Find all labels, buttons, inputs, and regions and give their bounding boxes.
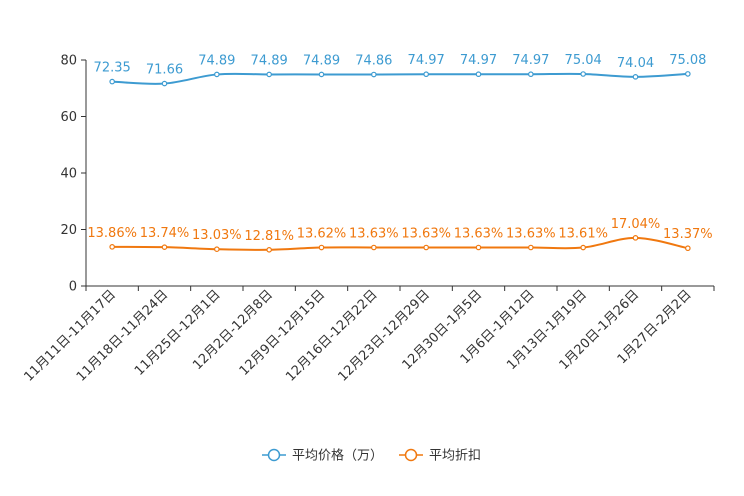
legend-marker-icon (404, 448, 418, 462)
y-tick-label: 40 (60, 167, 77, 182)
data-point[interactable] (318, 71, 325, 78)
data-point[interactable] (475, 71, 482, 78)
data-point[interactable] (371, 71, 377, 78)
series-1: 13.86%13.74%13.03%12.81%13.62%13.63%13.6… (87, 217, 713, 253)
legend[interactable]: 平均价格（万） 平均折扣 (262, 448, 481, 464)
data-label: 13.63% (506, 226, 556, 241)
y-tick-label: 60 (60, 110, 77, 125)
data-label: 71.66 (146, 63, 183, 78)
x-tick-label: 12月16日-12月22日 (283, 287, 380, 384)
data-point[interactable] (632, 235, 639, 241)
series-line (112, 236, 689, 251)
data-point[interactable] (580, 244, 586, 251)
data-point[interactable] (214, 246, 220, 252)
data-label: 75.04 (565, 53, 602, 68)
data-label: 13.63% (401, 226, 451, 241)
legend-label: 平均折扣 (429, 449, 481, 464)
y-axis: 0 20 40 60 80 (60, 54, 87, 295)
x-tick-label: 11月18日-11月24日 (74, 287, 171, 384)
data-label: 13.63% (349, 226, 399, 241)
data-label: 74.04 (617, 56, 654, 71)
data-label: 13.37% (663, 227, 713, 242)
data-point[interactable] (266, 247, 272, 253)
data-point[interactable] (423, 71, 429, 78)
data-point[interactable] (528, 244, 534, 251)
legend-item-0[interactable]: 平均价格（万） (262, 448, 383, 464)
x-tick-label: 11月11日-11月17日 (22, 287, 119, 384)
data-label: 75.08 (669, 53, 706, 68)
series-line (112, 72, 688, 85)
data-point[interactable] (528, 71, 534, 78)
data-label: 72.35 (94, 61, 131, 76)
data-label: 13.62% (297, 227, 347, 242)
data-point[interactable] (632, 74, 639, 80)
data-label: 12.81% (244, 229, 294, 244)
legend-label: 平均价格（万） (292, 448, 383, 464)
x-axis: 11月11日-11月17日11月18日-11月24日11月25日-12月1日12… (22, 285, 715, 385)
series-0: 72.35 71.66 74.89 74.89 74.89 74.86 74.97 74.97… (94, 53, 706, 87)
data-label: 74.89 (251, 53, 288, 68)
data-point[interactable] (214, 71, 220, 78)
data-point[interactable] (423, 244, 429, 251)
data-point[interactable] (371, 244, 377, 251)
data-point[interactable] (161, 80, 168, 87)
data-point[interactable] (318, 244, 325, 251)
data-point[interactable] (161, 244, 168, 250)
data-label: 17.04% (611, 217, 661, 232)
data-label: 74.86 (355, 54, 392, 69)
data-label: 13.63% (454, 226, 504, 241)
data-point[interactable] (685, 71, 691, 77)
y-tick-label: 0 (69, 280, 77, 295)
legend-marker-icon (267, 448, 281, 462)
data-point[interactable] (109, 78, 115, 85)
data-label: 74.97 (460, 53, 497, 68)
data-label: 13.03% (192, 228, 242, 243)
data-label: 13.86% (87, 226, 137, 241)
y-tick-label: 80 (60, 54, 77, 69)
x-tick-label: 12月23日-12月29日 (336, 287, 433, 384)
data-label: 74.89 (198, 53, 235, 68)
series-layer: 72.35 71.66 74.89 74.89 74.89 74.86 74.97 74.97… (87, 53, 713, 253)
data-point[interactable] (266, 71, 272, 78)
data-label: 74.97 (512, 53, 549, 68)
data-point[interactable] (475, 244, 482, 251)
data-point[interactable] (685, 245, 691, 252)
data-label: 13.74% (140, 226, 190, 241)
data-label: 13.61% (558, 227, 608, 242)
data-point[interactable] (109, 244, 115, 250)
data-label: 74.97 (408, 53, 445, 68)
data-label: 74.89 (303, 53, 340, 68)
legend-item-1[interactable]: 平均折扣 (399, 449, 481, 464)
y-tick-label: 20 (60, 223, 77, 238)
data-point[interactable] (580, 71, 586, 77)
